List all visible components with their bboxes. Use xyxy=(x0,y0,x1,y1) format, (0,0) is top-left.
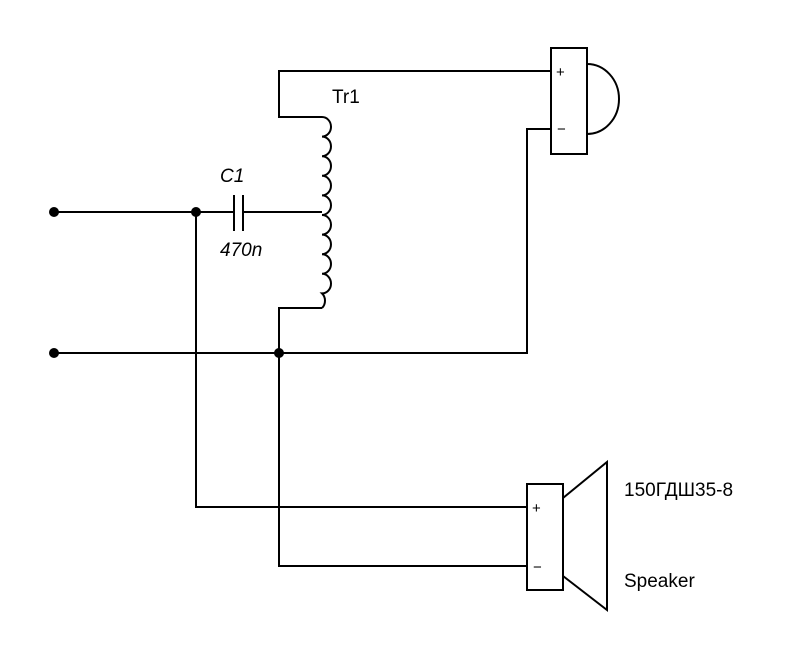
speaker-label: Speaker xyxy=(624,571,695,592)
tweeter-minus-label: − xyxy=(557,121,566,138)
transformer-ref-label: Tr1 xyxy=(332,87,360,108)
wire-ground-rail xyxy=(54,128,551,354)
wire-to-speaker-minus xyxy=(278,353,527,567)
wire-tr-bottom xyxy=(278,307,322,353)
transformer-tr1-coil xyxy=(319,116,332,309)
capacitor-value-label: 470n xyxy=(220,240,262,261)
tweeter xyxy=(550,47,620,155)
speaker-plus-label: + xyxy=(532,500,541,517)
speaker-minus-label: − xyxy=(533,559,542,576)
capacitor-c1 xyxy=(233,195,244,231)
wire-tr-top-to-tweeter xyxy=(278,70,551,118)
speaker xyxy=(526,459,608,613)
wire-to-speaker-plus xyxy=(195,212,527,508)
capacitor-ref-label: C1 xyxy=(220,166,244,187)
tweeter-plus-label: + xyxy=(556,64,565,81)
speaker-model-label: 150ГДШ35-8 xyxy=(624,480,733,501)
